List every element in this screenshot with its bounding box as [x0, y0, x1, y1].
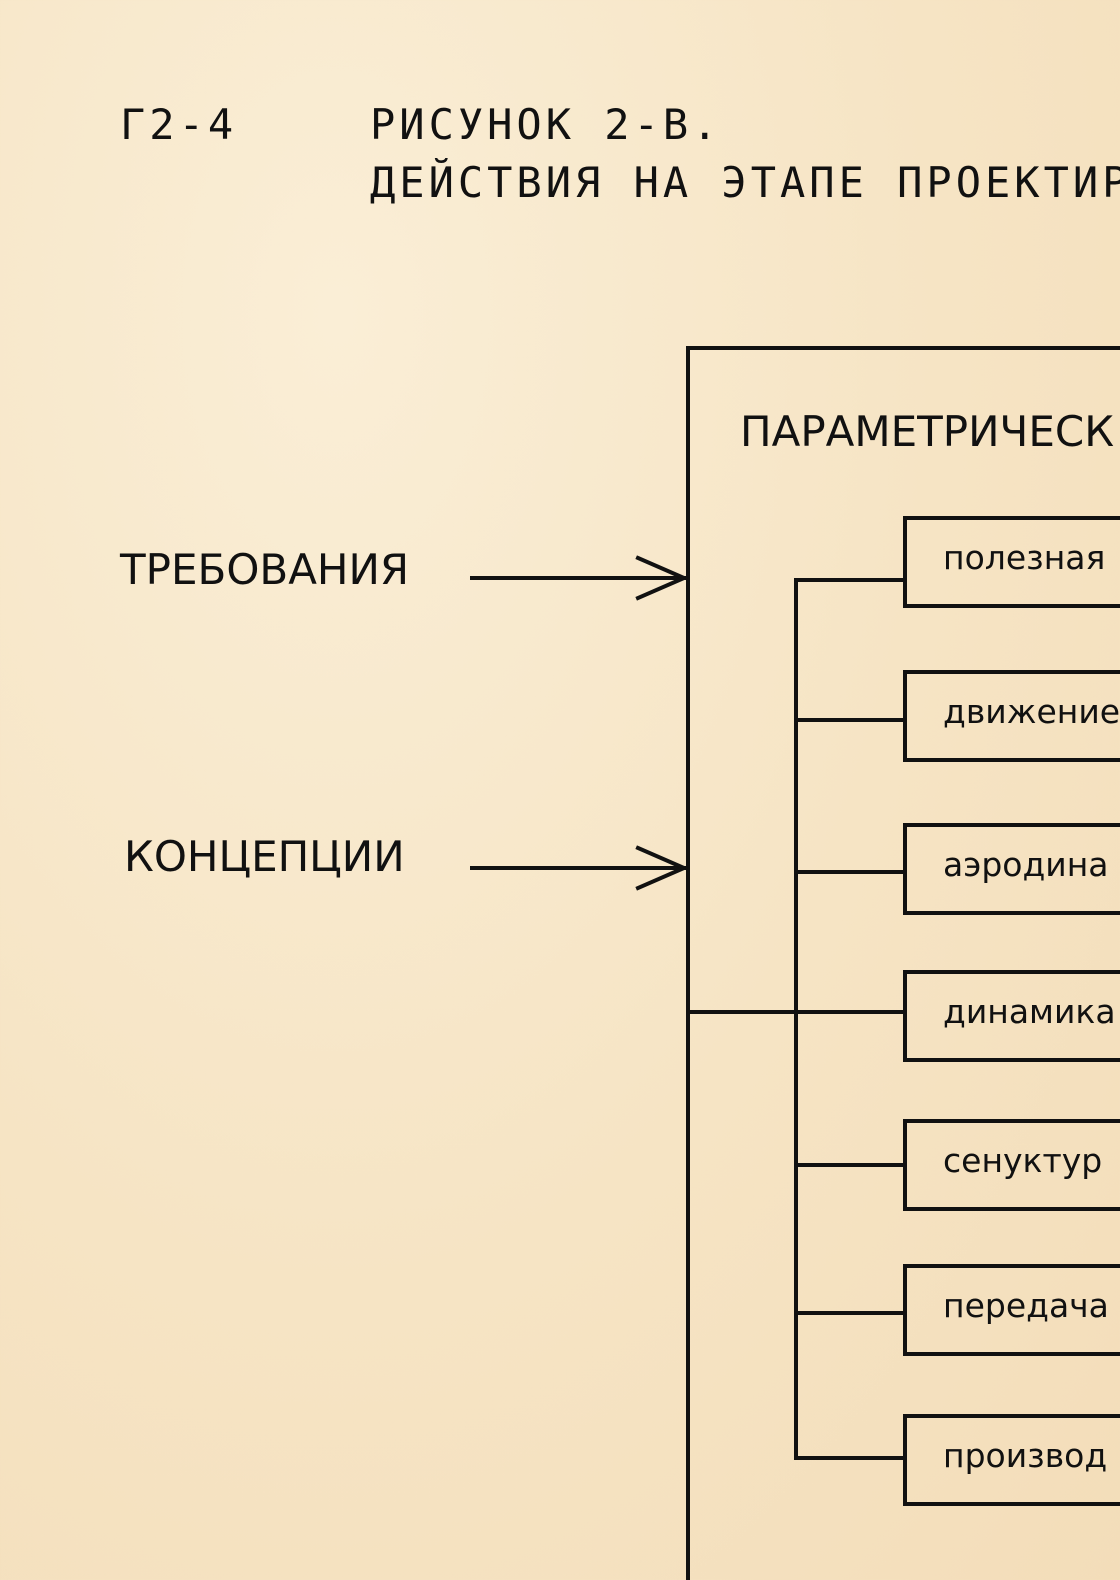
main-block-title: ПАРАМЕТРИЧЕСК	[740, 407, 1115, 456]
sub-block-label: аэродина	[943, 845, 1109, 884]
arrowhead-requirements	[635, 555, 690, 601]
sub-block-label: полезная	[943, 538, 1106, 577]
input-label-requirements: ТРЕБОВАНИЯ	[120, 545, 410, 594]
sub-block-payload: полезная	[903, 516, 1120, 608]
sub-block-label: движение	[943, 692, 1120, 731]
sub-block-structure: сенуктур	[903, 1119, 1120, 1211]
figure-subtitle: ДЕЙСТВИЯ НА ЭТАПЕ ПРОЕКТИР	[370, 158, 1120, 207]
figure-number: РИСУНОК 2-В.	[370, 100, 722, 149]
figure-code: Г2-4	[120, 100, 238, 149]
sub-block-label: динамика	[943, 992, 1116, 1031]
main-block-frame	[686, 346, 1120, 1580]
sub-block-label: сенуктур	[943, 1141, 1103, 1180]
sub-block-label: производ	[943, 1436, 1108, 1475]
sub-block-production: производ	[903, 1414, 1120, 1506]
sub-block-dynamics: динамика	[903, 970, 1120, 1062]
arrowhead-concepts	[635, 845, 690, 891]
input-label-concepts: КОНЦЕПЦИИ	[124, 832, 405, 881]
sub-block-propulsion: движение	[903, 670, 1120, 762]
sub-block-transmission: передача	[903, 1264, 1120, 1356]
sub-block-aerodynamics: аэродина	[903, 823, 1120, 915]
sub-block-label: передача	[943, 1286, 1109, 1325]
